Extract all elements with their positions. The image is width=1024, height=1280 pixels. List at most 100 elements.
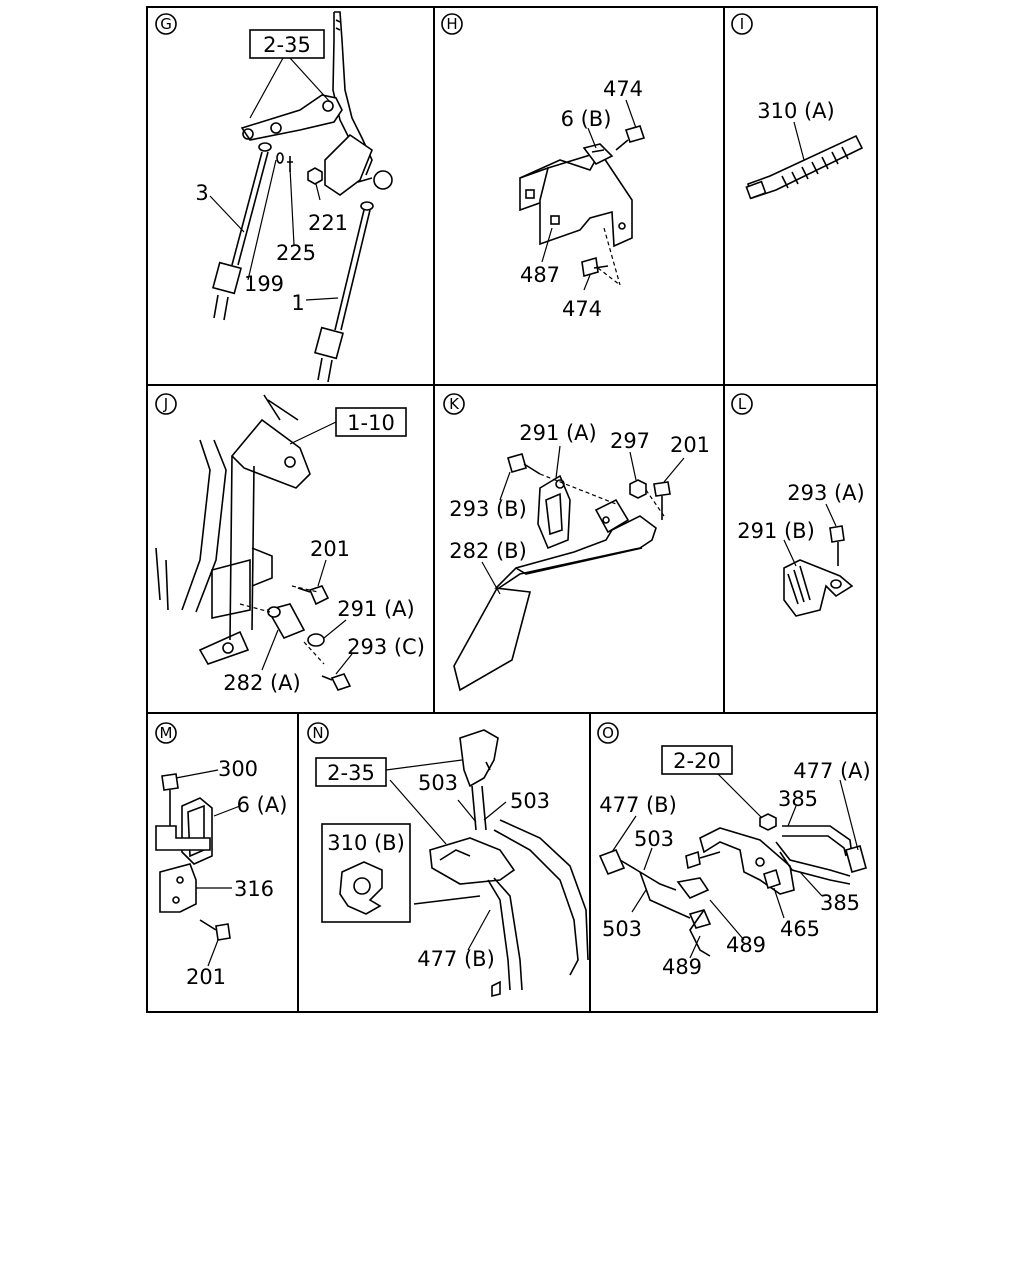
shift-knob-and-lever xyxy=(429,729,589,998)
panel-letter-circle xyxy=(597,722,619,744)
label-201: 201 xyxy=(186,965,226,989)
leader-lines xyxy=(541,99,637,291)
panel-letter: N xyxy=(312,724,323,742)
bracket-316 xyxy=(155,825,211,913)
clamp-291b xyxy=(783,559,854,617)
label-300: 300 xyxy=(218,757,258,781)
leader-lines xyxy=(481,445,685,595)
panel-m: M 300 6 (A) 316 201 xyxy=(155,722,288,989)
label-282a: 282 (A) xyxy=(223,671,301,695)
label-282b: 282 (B) xyxy=(449,539,527,563)
label-310a: 310 (A) xyxy=(757,99,835,123)
panel-l: L 293 (A) 291 (B) xyxy=(731,393,865,617)
bolt-201 xyxy=(653,481,671,520)
label-385: 385 xyxy=(778,787,818,811)
reference-label: 1-10 xyxy=(347,411,395,435)
bolt-474-lower xyxy=(581,256,609,278)
panel-g: G 2-35 xyxy=(155,11,393,383)
panel-letter: G xyxy=(160,15,172,33)
panel-letter-circle xyxy=(307,722,329,744)
reference-label: 2-20 xyxy=(673,749,721,773)
label-291b: 291 (B) xyxy=(737,519,815,543)
label-291a: 291 (A) xyxy=(337,597,415,621)
leader-lines xyxy=(175,769,241,967)
bolt-201 xyxy=(199,919,231,941)
label-503: 503 xyxy=(510,789,550,813)
reference-box xyxy=(249,29,325,59)
label-293a: 293 (A) xyxy=(787,481,865,505)
shift-lever-assembly xyxy=(212,11,393,383)
reference-label: 2-35 xyxy=(263,33,311,57)
panel-n: N 2-35 310 (B) 503 xyxy=(307,722,589,998)
panel-letter: L xyxy=(738,395,747,413)
label-474-lower: 474 xyxy=(562,297,602,321)
reference-box xyxy=(315,757,387,787)
label-201: 201 xyxy=(670,433,710,457)
label-489: 489 xyxy=(726,933,766,957)
panel-i: I 310 (A) xyxy=(731,13,864,200)
label-503: 503 xyxy=(634,827,674,851)
label-3: 3 xyxy=(195,181,208,205)
panel-letter: O xyxy=(602,724,614,742)
bolt-293a xyxy=(829,525,845,566)
panel-letter-circle xyxy=(731,393,753,415)
label-503: 503 xyxy=(418,771,458,795)
label-1: 1 xyxy=(291,291,304,315)
panel-letter-circle xyxy=(441,13,463,35)
reference-label: 2-35 xyxy=(327,761,375,785)
label-225: 225 xyxy=(276,241,316,265)
label-293c: 293 (C) xyxy=(347,635,425,659)
panel-letter: J xyxy=(163,395,168,413)
bolt-300 xyxy=(161,773,179,830)
label-201: 201 xyxy=(310,537,350,561)
inset-box xyxy=(321,823,411,923)
leader-lines xyxy=(611,773,859,959)
label-385: 385 xyxy=(820,891,860,915)
leader-lines xyxy=(209,57,339,301)
panel-grid xyxy=(146,6,878,1013)
cable-assembly xyxy=(598,813,867,957)
label-477b: 477 (B) xyxy=(599,793,677,817)
label-474-upper: 474 xyxy=(603,77,643,101)
label-316: 316 xyxy=(234,877,274,901)
panel-letter: I xyxy=(740,15,744,33)
cable-tie-310a xyxy=(745,134,864,200)
panel-o: O 2-20 xyxy=(597,722,871,979)
label-291a: 291 (A) xyxy=(519,421,597,445)
bracket-487 xyxy=(519,151,633,248)
label-465: 465 xyxy=(780,917,820,941)
leader-lines xyxy=(385,759,507,951)
label-293b: 293 (B) xyxy=(449,497,527,521)
leader-line xyxy=(793,121,805,161)
label-477b: 477 (B) xyxy=(417,947,495,971)
nut-297 xyxy=(629,479,647,499)
panel-letter-circle xyxy=(443,393,465,415)
panel-j: J 1-10 xyxy=(155,393,425,695)
clip-291a xyxy=(537,474,571,550)
label-477a: 477 (A) xyxy=(793,759,871,783)
panel-letter: K xyxy=(449,395,460,413)
panel-letter-circle xyxy=(155,722,177,744)
cab-frame-structure xyxy=(155,394,311,665)
nut-293c xyxy=(307,633,352,691)
leader-lines xyxy=(783,503,837,567)
panel-letter: M xyxy=(160,724,173,742)
bolt-474-upper xyxy=(615,125,646,151)
panel-letter-circle xyxy=(731,13,753,35)
bolt-293b xyxy=(507,453,541,475)
inset-label: 310 (B) xyxy=(327,831,405,855)
label-489: 489 xyxy=(662,955,702,979)
panel-letter-circle xyxy=(155,393,177,415)
label-221: 221 xyxy=(308,211,348,235)
bracket-282b xyxy=(453,498,657,692)
panel-letter: H xyxy=(446,15,457,33)
inset-310b: 310 (B) xyxy=(321,823,481,923)
label-297: 297 xyxy=(610,429,650,453)
panel-h: H 474 6 (B) xyxy=(441,13,646,321)
bolt-201 xyxy=(297,585,330,606)
reference-box xyxy=(661,745,733,775)
label-503: 503 xyxy=(602,917,642,941)
label-6a: 6 (A) xyxy=(237,793,288,817)
label-199: 199 xyxy=(244,272,284,296)
